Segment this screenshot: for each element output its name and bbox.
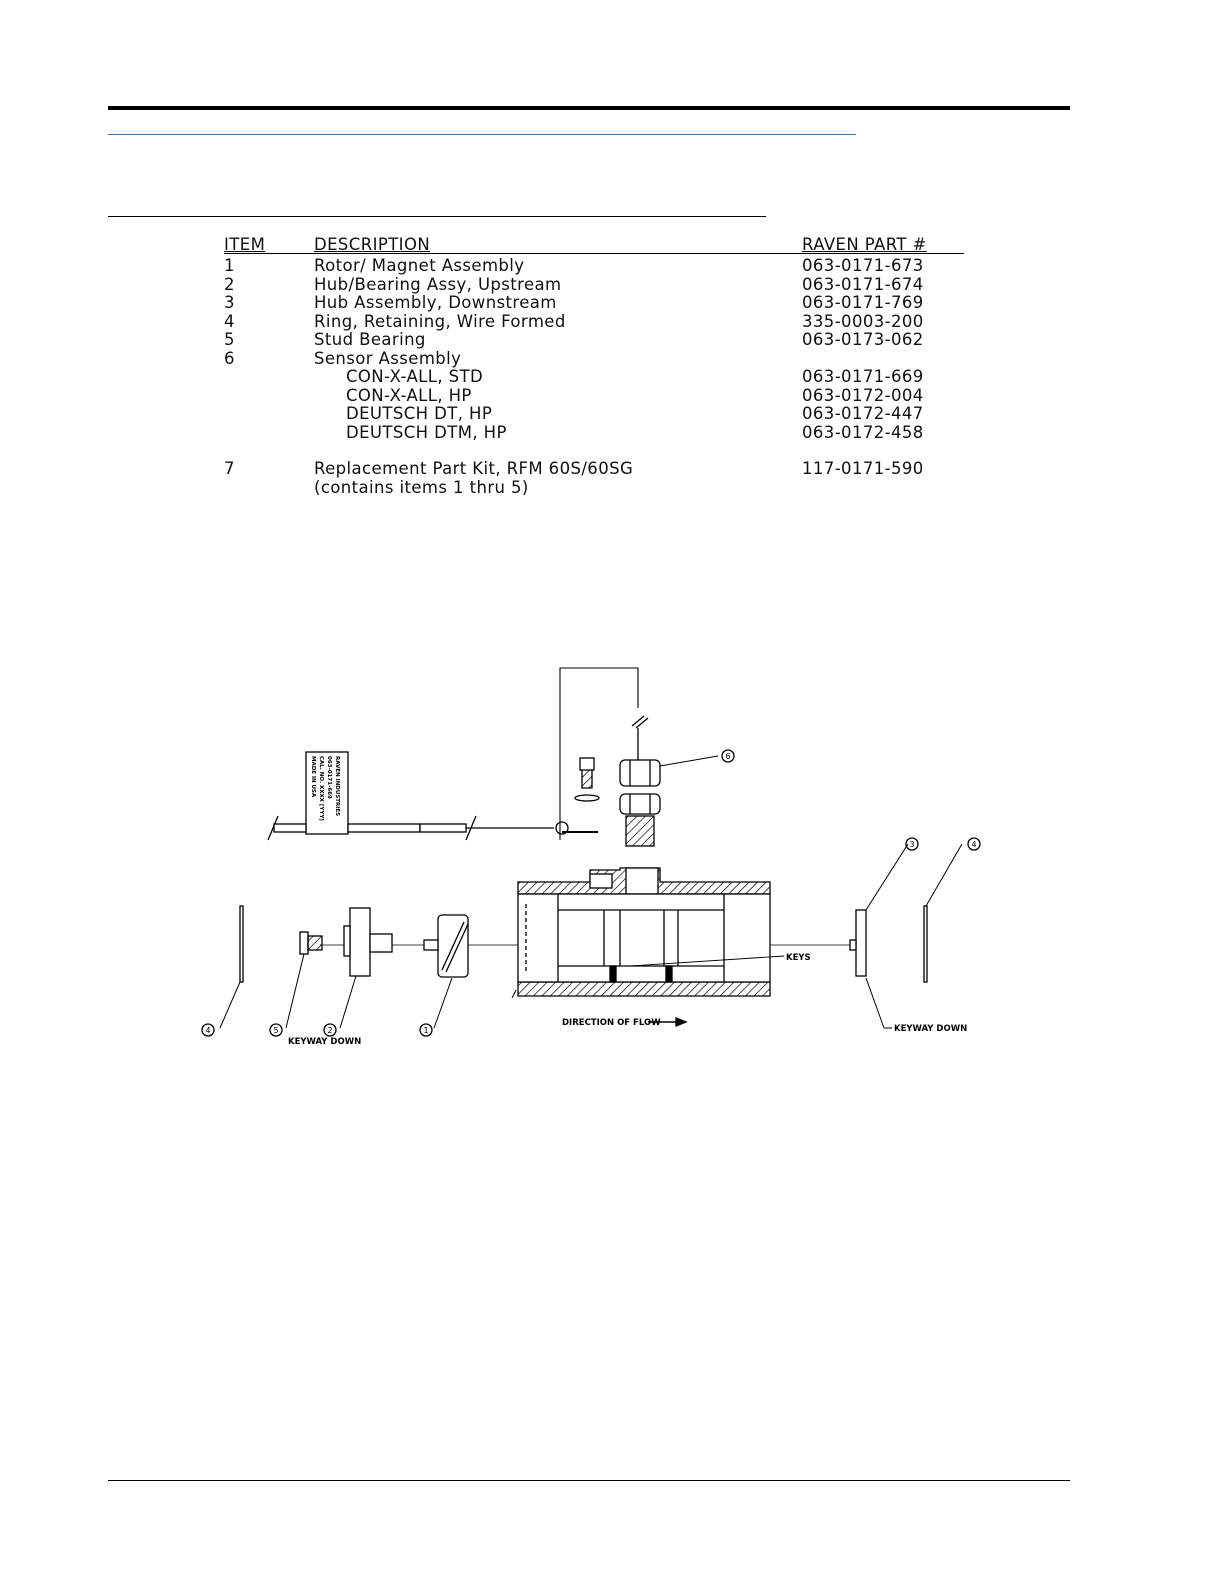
callout-number: 5 [273, 1026, 278, 1035]
part-number: 063-0173-062 [802, 330, 924, 349]
diagram-labels: KEYS DIRECTION OF FLOW KEYWAY DOWN KEYWA… [288, 953, 967, 1047]
sensor-option-description: DEUTSCH DT, HP [346, 404, 493, 423]
flow-meter-body [517, 867, 771, 997]
item-column-header: ITEM [224, 235, 266, 254]
parts-row: 3 Hub Assembly, Downstream 063-0171-769 [224, 293, 964, 313]
retaining-ring-left [239, 905, 244, 983]
tag-lettering: RAVEN INDUSTRIES 063-0171-669 CAL. NO. X… [310, 756, 340, 821]
parts-list: ITEM DESCRIPTION RAVEN PART # 1 Rotor/ M… [224, 235, 964, 498]
sensor-option-description: DEUTSCH DTM, HP [346, 422, 507, 442]
kit-note: (contains items 1 thru 5) [314, 477, 529, 497]
sensor-option-row: DEUTSCH DT, HP 063-0172-447 [224, 404, 964, 424]
hub-bearing-upstream [343, 907, 393, 977]
item-description: Ring, Retaining, Wire Formed [314, 311, 566, 331]
kit-note-row: (contains items 1 thru 5) [224, 477, 964, 498]
item-description: Hub Assembly, Downstream [314, 293, 557, 312]
part-number: 063-0171-673 [802, 256, 924, 275]
direction-of-flow-label: DIRECTION OF FLOW [562, 1018, 661, 1028]
item-number: 3 [224, 293, 235, 312]
footer-rule [108, 1480, 1070, 1481]
sensor-option-part-number: 063-0171-669 [802, 367, 924, 386]
retaining-ring-right [923, 905, 928, 983]
part-number: 063-0171-769 [802, 293, 924, 312]
subsection-rule [108, 216, 766, 217]
rotor-magnet-assembly [423, 914, 469, 978]
item-description: Stud Bearing [314, 330, 426, 349]
sensor-cable [559, 667, 639, 840]
item-number: 4 [224, 311, 235, 331]
keyway-down-label-right: KEYWAY DOWN [894, 1024, 967, 1034]
kit-description: Replacement Part Kit, RFM 60S/60SG [314, 459, 634, 478]
callout-number: 3 [909, 840, 914, 849]
header-rule [108, 106, 1070, 110]
sensor-tag [267, 751, 554, 841]
kit-part-number: 117-0171-590 [802, 459, 924, 478]
item-number: 5 [224, 330, 235, 349]
callout-number: 4 [971, 840, 976, 849]
tag-line: 063-0171-669 [326, 756, 332, 799]
callout-2 [323, 1023, 337, 1037]
sensor-option-part-number: 063-0172-004 [802, 385, 924, 405]
callout-numbers: 4 5 2 1 6 3 4 [205, 752, 976, 1035]
callout-5 [269, 1023, 283, 1037]
item-number: 6 [224, 348, 235, 368]
callout-6 [721, 749, 735, 763]
parts-row: 1 Rotor/ Magnet Assembly 063-0171-673 [224, 256, 964, 276]
parts-row: 6 Sensor Assembly [224, 348, 964, 369]
tag-line: RAVEN INDUSTRIES [334, 756, 340, 816]
sensor-option-row: CON-X-ALL, STD 063-0171-669 [224, 367, 964, 387]
keyway-down-label-left: KEYWAY DOWN [288, 1037, 361, 1047]
parts-row: 5 Stud Bearing 063-0173-062 [224, 330, 964, 350]
item-number: 1 [224, 256, 235, 275]
keys-label: KEYS [786, 953, 811, 963]
item-number: 2 [224, 274, 235, 294]
sensor-option-part-number: 063-0172-447 [802, 404, 924, 423]
item-description: Sensor Assembly [314, 348, 462, 368]
tag-line: MADE IN USA [310, 756, 316, 798]
parts-row: 4 Ring, Retaining, Wire Formed 335-0003-… [224, 311, 964, 332]
sensor-option-description: CON-X-ALL, STD [346, 367, 484, 386]
kit-row: 7 Replacement Part Kit, RFM 60S/60SG 117… [224, 459, 964, 479]
part-number: 063-0171-674 [802, 274, 924, 294]
callout-number: 4 [205, 1026, 210, 1035]
section-title-rule [108, 134, 856, 135]
sensor-option-description: CON-X-ALL, HP [346, 385, 472, 405]
part-number-column-header: RAVEN PART # [802, 235, 927, 254]
callout-number: 2 [327, 1026, 332, 1035]
cable-clamp [555, 821, 569, 835]
callout-number: 1 [423, 1026, 428, 1035]
exploded-assembly-diagram: 4 5 2 1 6 3 4 RAVEN INDUSTRIES 063-0171-… [201, 667, 981, 1047]
sensor-option-row: CON-X-ALL, HP 063-0172-004 [224, 385, 964, 406]
callout-number: 6 [725, 752, 730, 761]
stud-bearing [299, 931, 323, 955]
callout-3 [905, 837, 919, 851]
callout-4-left [201, 1023, 215, 1037]
sensor-screw [574, 757, 600, 802]
callout-4-right [967, 837, 981, 851]
callout-1 [419, 1023, 433, 1037]
item-description: Rotor/ Magnet Assembly [314, 256, 525, 275]
parts-list-header: ITEM DESCRIPTION RAVEN PART # [224, 235, 964, 254]
part-number: 335-0003-200 [802, 311, 924, 331]
sensor-assembly [619, 759, 661, 847]
sensor-option-part-number: 063-0172-458 [802, 422, 924, 442]
item-description: Hub/Bearing Assy, Upstream [314, 274, 562, 294]
tag-line: CAL. NO. XXXX [YYY] [318, 756, 324, 821]
hub-downstream [849, 909, 867, 977]
sensor-option-row: DEUTSCH DTM, HP 063-0172-458 [224, 422, 964, 443]
description-column-header: DESCRIPTION [314, 235, 431, 254]
kit-item-number: 7 [224, 459, 235, 478]
parts-row: 2 Hub/Bearing Assy, Upstream 063-0171-67… [224, 274, 964, 295]
